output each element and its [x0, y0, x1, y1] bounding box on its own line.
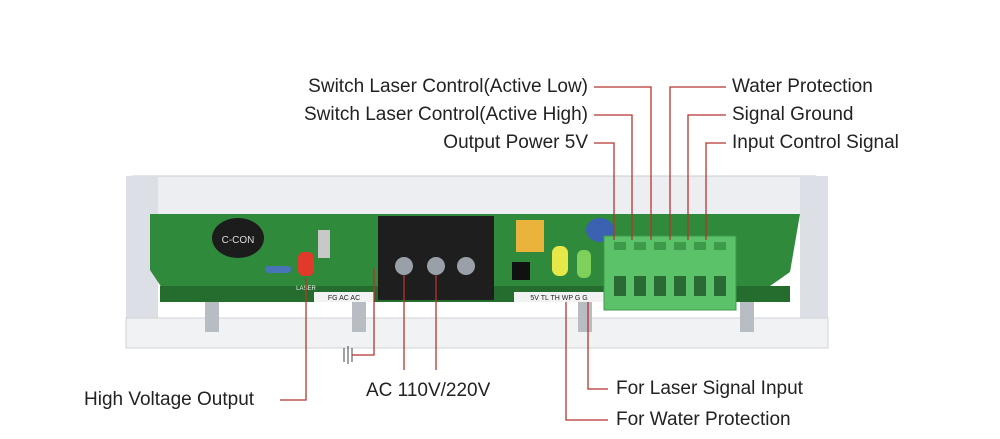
terminal-slot	[614, 276, 626, 296]
label-water-protection: Water Protection	[732, 76, 873, 97]
leader-water-top	[669, 86, 726, 240]
component	[318, 230, 330, 258]
standoff	[578, 302, 592, 332]
terminal-screw	[427, 257, 445, 275]
leader-signal-ground	[687, 114, 726, 240]
ground-symbol	[343, 346, 353, 364]
green-led	[577, 250, 591, 278]
terminal-slot	[694, 276, 706, 296]
terminal-slot	[654, 276, 666, 296]
terminal-slot	[674, 276, 686, 296]
leader-input-control	[705, 142, 726, 240]
terminal-screw	[395, 257, 413, 275]
yellow-led	[552, 246, 568, 276]
standoff	[740, 302, 754, 332]
terminal-slot	[634, 276, 646, 296]
ac-label-strip	[314, 292, 374, 302]
casing-bottom	[125, 317, 829, 349]
leader-water-bottom	[565, 302, 608, 421]
capacitor	[212, 218, 264, 258]
resistor	[265, 266, 291, 273]
label-switch-laser-active-high: Switch Laser Control(Active High)	[303, 104, 588, 125]
leader-output-5v	[594, 142, 615, 240]
terminal-screw-top	[634, 242, 646, 250]
terminal-slot	[714, 276, 726, 296]
terminal-screw-top	[714, 242, 726, 250]
leader-high-voltage	[280, 278, 307, 401]
signal-label-strip	[514, 292, 604, 302]
leader-laser-signal	[587, 302, 608, 390]
label-water-protection-input: For Water Protection	[616, 409, 791, 430]
red-led	[298, 252, 314, 276]
ac-terminal-label: FG AC AC	[328, 295, 360, 302]
label-signal-ground: Signal Ground	[732, 104, 854, 125]
terminal-screw-top	[694, 242, 706, 250]
leader-switch-high	[594, 114, 633, 240]
leader-lines	[280, 86, 726, 421]
yellow-component	[516, 220, 544, 252]
label-input-control-signal: Input Control Signal	[732, 132, 899, 153]
leader-switch-low	[594, 86, 652, 240]
transistor	[512, 262, 530, 280]
standoff	[352, 302, 366, 332]
label-switch-laser-active-low: Switch Laser Control(Active Low)	[308, 76, 588, 97]
label-laser-signal-input: For Laser Signal Input	[616, 378, 803, 399]
terminal-screw-top	[614, 242, 626, 250]
label-ac-input: AC 110V/220V	[366, 380, 491, 401]
signal-label: 5V TL TH WP G G	[530, 295, 587, 302]
terminal-screw	[457, 257, 475, 275]
label-output-power-5v: Output Power 5V	[443, 132, 588, 153]
leader-ground	[352, 268, 375, 356]
terminal-screw-top	[674, 242, 686, 250]
terminal-screw-top	[654, 242, 666, 250]
standoff	[205, 302, 219, 332]
terminal-slots	[614, 276, 726, 296]
label-high-voltage-output: High Voltage Output	[84, 389, 255, 410]
capacitor-brand: C-CON	[222, 235, 255, 246]
casing-top	[131, 175, 817, 217]
terminal-screws	[614, 242, 726, 250]
